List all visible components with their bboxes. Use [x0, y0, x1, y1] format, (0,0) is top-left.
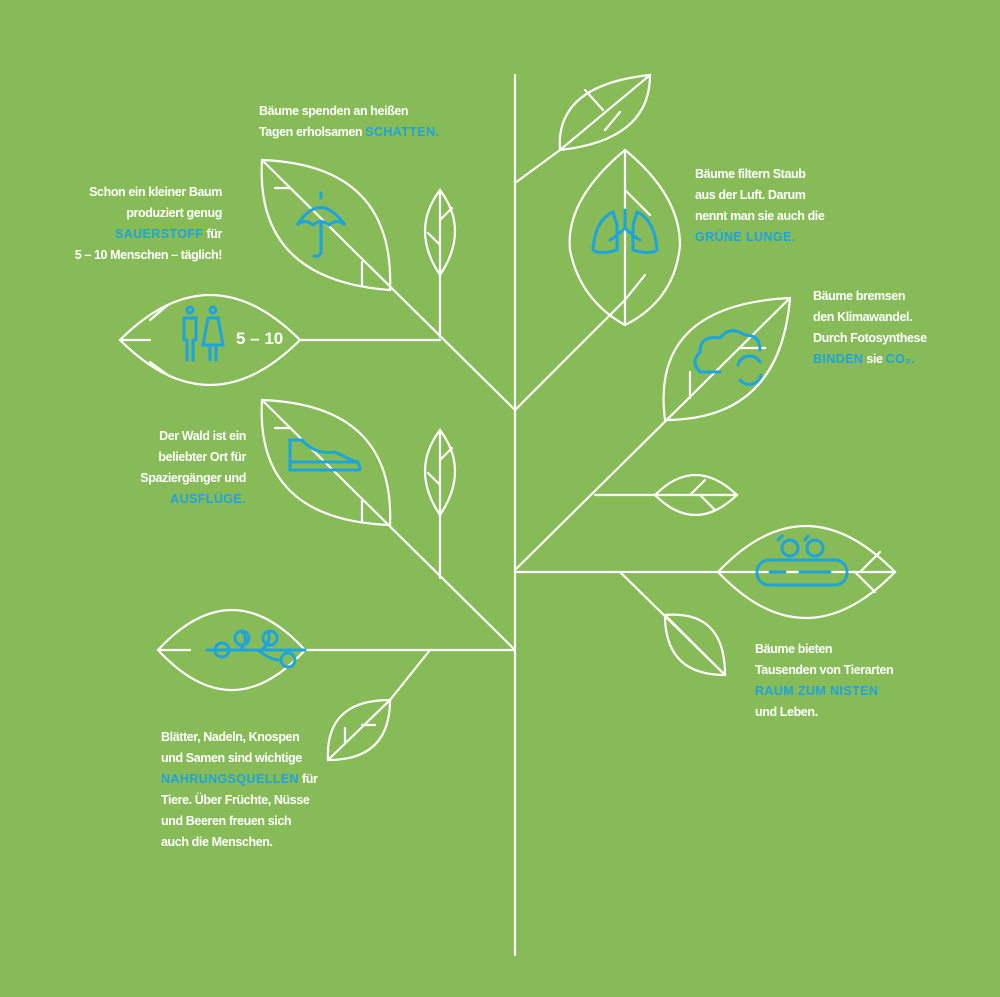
leaf-small-bottom-right — [618, 570, 727, 677]
leaf-top-right — [513, 73, 652, 185]
leaf-shoe — [260, 398, 392, 527]
leaf-people — [118, 293, 442, 387]
text-line: den Klimawandel. — [813, 310, 913, 324]
fact-oxygen: Schon ein kleiner Baum produziert genug … — [74, 182, 223, 266]
text-line: Tiere. Über Früchte, Nüsse — [161, 793, 310, 807]
umbrella-icon — [295, 191, 347, 258]
text-line: Bäume spenden an heißen — [259, 104, 409, 118]
highlight-text: CO₂. — [885, 352, 916, 366]
text-line: produziert genug — [126, 206, 222, 220]
people-icon — [182, 305, 225, 362]
fact-food: Blätter, Nadeln, Knospen und Samen sind … — [161, 727, 318, 853]
fact-walk: Der Wald ist ein beliebter Ort für Spazi… — [140, 426, 246, 510]
leaf-small-right — [593, 474, 739, 516]
text: für — [203, 227, 223, 241]
text-line: Durch Fotosynthese — [813, 331, 927, 345]
leaf-small-middle — [423, 428, 457, 580]
bird-nest-icon — [755, 534, 849, 587]
fact-climate: Bäume bremsen den Klimawandel. Durch Fot… — [813, 286, 927, 370]
text: sie — [863, 352, 886, 366]
highlight-text: NAHRUNGSQUELLEN — [161, 772, 299, 786]
text: für — [298, 772, 318, 786]
highlight-text: GRÜNE LUNGE. — [695, 230, 796, 244]
text-line: Spaziergänger und — [140, 471, 246, 485]
text-line: Tausenden von Tierarten — [755, 663, 894, 677]
text-line: Schon ein kleiner Baum — [89, 185, 222, 199]
text-line: SAUERSTOFF für — [75, 224, 222, 245]
text-line: NAHRUNGSQUELLEN für — [161, 769, 318, 790]
leaf-nest — [513, 524, 897, 620]
text-line: BINDEN sie CO₂. — [813, 349, 927, 370]
leaf-umbrella — [260, 158, 392, 292]
highlight-text: AUSFLÜGE. — [170, 492, 246, 506]
text-line: Tagen erholsamen SCHATTEN. — [259, 122, 439, 143]
text-line: Bäume bieten — [755, 642, 833, 656]
leaf-small-upper — [423, 188, 457, 339]
leaf-lung — [513, 148, 682, 412]
text-line: 5 – 10 Menschen – täglich! — [74, 248, 223, 262]
text-line: Blätter, Nadeln, Knospen — [161, 730, 300, 744]
text-line: Bäume bremsen — [813, 289, 906, 303]
text-line: auch die Menschen. — [161, 835, 273, 849]
lungs-icon — [591, 208, 659, 254]
leaf-small-bottom-left — [326, 648, 432, 762]
text: Tagen erholsamen — [259, 125, 366, 139]
fact-shade: Bäume spenden an heißen Tagen erholsamen… — [259, 101, 439, 143]
fact-lung: Bäume filtern Staub aus der Luft. Darum … — [695, 164, 825, 248]
highlight-text: RAUM ZUM NISTEN — [755, 684, 879, 698]
fact-nest: Bäume bieten Tausenden von Tierarten RAU… — [755, 639, 894, 723]
highlight-text: SAUERSTOFF — [114, 227, 204, 241]
cloud-recycle-icon — [693, 329, 763, 386]
text-line: und Leben. — [755, 705, 818, 719]
text-line: aus der Luft. Darum — [695, 188, 806, 202]
text-line: nennt man sie auch die — [695, 209, 825, 223]
leaf-climate — [513, 296, 792, 572]
branch-upper-left — [260, 158, 517, 412]
sneaker-icon — [288, 438, 362, 472]
text-line: und Beeren freuen sich — [161, 814, 292, 828]
text-line: beliebter Ort für — [158, 450, 246, 464]
text-line: Bäume filtern Staub — [695, 167, 806, 181]
people-count-label: 5 – 10 — [236, 329, 284, 348]
branch-berries-icon — [205, 629, 307, 669]
highlight-text: BINDEN — [813, 352, 864, 366]
highlight-text: SCHATTEN. — [365, 125, 440, 139]
text-line: und Samen sind wichtige — [161, 751, 302, 765]
text-line: Der Wald ist ein — [159, 429, 246, 443]
